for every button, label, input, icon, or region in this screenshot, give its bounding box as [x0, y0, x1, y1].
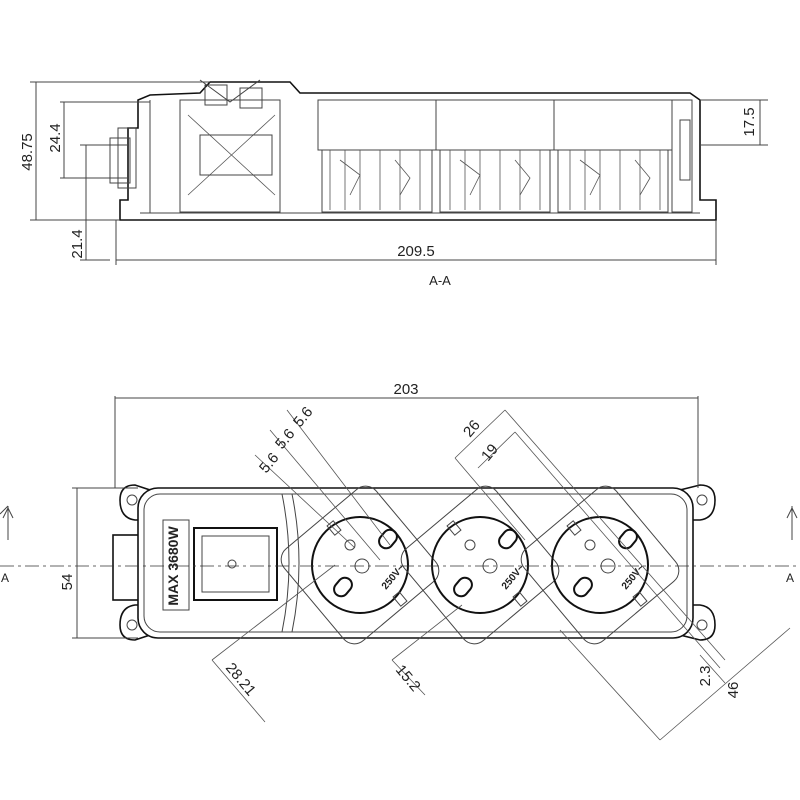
dim-203: 203 — [393, 381, 418, 398]
dim-21-4: 21.4 — [69, 229, 86, 258]
dim-17-5: 17.5 — [741, 107, 758, 136]
section-label: A-A — [429, 273, 451, 288]
dim-46: 46 — [725, 682, 742, 699]
dim-24-4: 24.4 — [47, 123, 64, 152]
dim-209-5: 209.5 — [397, 243, 435, 260]
dim-19: 19 — [478, 441, 502, 465]
power-switch[interactable] — [193, 527, 278, 601]
dim-5-6-b: 5.6 — [272, 426, 298, 453]
dim-48-75: 48.75 — [19, 133, 36, 171]
section-socket-2 — [435, 99, 555, 213]
dim-5-6-a: 5.6 — [290, 404, 316, 431]
dim-5-6-c: 5.6 — [256, 450, 282, 477]
dim-26: 26 — [460, 417, 484, 441]
section-marker-left: A — [1, 571, 9, 585]
dim-15-2: 15.2 — [392, 662, 424, 695]
dim-2-3: 2.3 — [697, 666, 714, 687]
top-view: MAX 3680W 250V~ 250V~ — [0, 381, 800, 741]
section-marker-right: A — [786, 571, 794, 585]
switch-rating-label: MAX 3680W — [165, 526, 181, 606]
section-view: 48.75 24.4 21.4 17.5 209.5 A-A — [19, 79, 768, 288]
section-body-outline — [119, 81, 717, 221]
power-strip-housing — [137, 487, 694, 639]
dim-54: 54 — [59, 574, 76, 591]
